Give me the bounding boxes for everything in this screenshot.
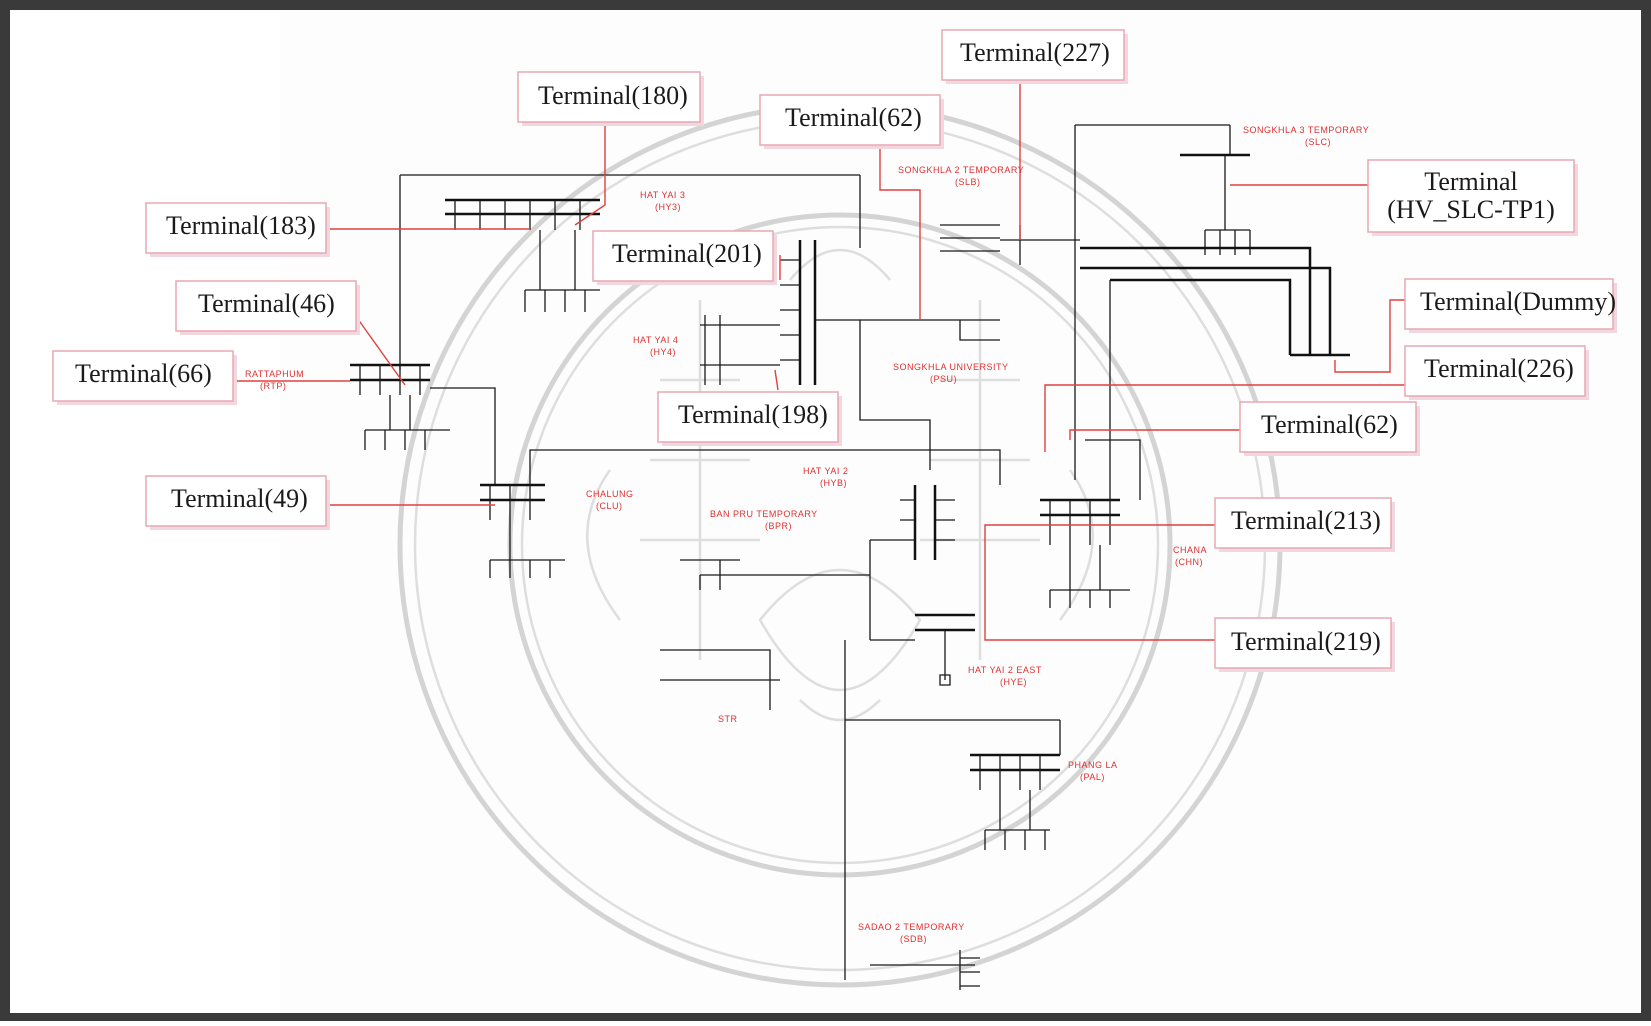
terminal-201-label[interactable]: Terminal(201): [592, 230, 777, 285]
terminal-226-text: Terminal(226): [1424, 354, 1574, 383]
terminal-227-text: Terminal(227): [960, 38, 1110, 67]
substation-songkhla-3: SONGKHLA 3 TEMPORARY: [1243, 125, 1369, 135]
terminal-198-text: Terminal(198): [678, 400, 828, 429]
terminal-dummy-label[interactable]: Terminal(Dummy): [1404, 278, 1617, 333]
substation-songkhla-university-code: (PSU): [930, 374, 957, 384]
terminal-66-text: Terminal(66): [75, 359, 212, 388]
substation-hat-yai-4: HAT YAI 4: [633, 335, 678, 345]
terminal-62-top-text: Terminal(62): [785, 103, 922, 132]
terminal-183-label[interactable]: Terminal(183): [145, 202, 330, 257]
terminal-hv-text-line2: (HV_SLC-TP1): [1387, 195, 1555, 224]
substation-ban-pru: BAN PRU TEMPORARY: [710, 509, 818, 519]
terminal-leader-lines: [235, 82, 1405, 641]
substation-hat-yai-2-east: HAT YAI 2 EAST: [968, 665, 1042, 675]
terminal-46-text: Terminal(46): [198, 289, 335, 318]
substation-str: STR: [718, 714, 738, 724]
substation-sadao-2: SADAO 2 TEMPORARY: [858, 922, 965, 932]
substation-hat-yai-3-code: (HY3): [655, 202, 681, 212]
substation-songkhla-2-code: (SLB): [955, 177, 981, 187]
terminal-62-bottom-label[interactable]: Terminal(62): [1239, 401, 1420, 456]
substation-songkhla-university: SONGKHLA UNIVERSITY: [893, 362, 1009, 372]
substation-chana-code: (CHN): [1175, 557, 1203, 567]
terminal-46-label[interactable]: Terminal(46): [175, 280, 360, 335]
terminal-219-text: Terminal(219): [1231, 627, 1381, 656]
terminal-226-label[interactable]: Terminal(226): [1404, 345, 1589, 400]
substation-ban-pru-code: (BPR): [765, 521, 792, 531]
terminal-198-label[interactable]: Terminal(198): [657, 391, 842, 446]
terminal-hv-text-line1: Terminal: [1424, 167, 1517, 196]
substation-rattaphum-code: (RTP): [260, 381, 286, 391]
terminal-hv-slc-tp1-label[interactable]: Terminal (HV_SLC-TP1): [1367, 159, 1578, 236]
substation-chalung: CHALUNG: [586, 489, 634, 499]
terminal-49-label[interactable]: Terminal(49): [145, 475, 330, 530]
terminal-66-label[interactable]: Terminal(66): [52, 350, 237, 405]
network-wiring: HAT YAI 3 (HY3) SONGKHLA 2 TEMPORARY (SL…: [245, 124, 1369, 990]
terminal-49-text: Terminal(49): [171, 484, 308, 513]
substation-chalung-code: (CLU): [596, 501, 623, 511]
terminal-dummy-text: Terminal(Dummy): [1420, 287, 1616, 316]
substation-hat-yai-3: HAT YAI 3: [640, 190, 685, 200]
substation-phang-la: PHANG LA: [1068, 760, 1118, 770]
terminal-62-top-label[interactable]: Terminal(62): [759, 94, 944, 149]
substation-hat-yai-2: HAT YAI 2: [803, 466, 848, 476]
terminal-201-text: Terminal(201): [612, 239, 762, 268]
terminal-180-label[interactable]: Terminal(180): [517, 71, 704, 126]
substation-hat-yai-4-code: (HY4): [650, 347, 676, 357]
substation-songkhla-3-code: (SLC): [1305, 137, 1331, 147]
terminal-180-text: Terminal(180): [538, 81, 688, 110]
substation-sadao-2-code: (SDB): [900, 934, 927, 944]
substation-phang-la-code: (PAL): [1080, 772, 1105, 782]
terminal-227-label[interactable]: Terminal(227): [941, 29, 1128, 84]
terminal-62-bottom-text: Terminal(62): [1261, 410, 1398, 439]
terminal-183-text: Terminal(183): [166, 211, 316, 240]
terminal-219-label[interactable]: Terminal(219): [1214, 617, 1395, 672]
substation-rattaphum: RATTAPHUM: [245, 369, 304, 379]
substation-hat-yai-2-east-code: (HYE): [1000, 677, 1027, 687]
substation-chana: CHANA: [1173, 545, 1207, 555]
terminal-213-text: Terminal(213): [1231, 506, 1381, 535]
substation-hat-yai-2-code: (HYB): [820, 478, 847, 488]
substation-songkhla-2: SONGKHLA 2 TEMPORARY: [898, 165, 1024, 175]
terminal-213-label[interactable]: Terminal(213): [1214, 497, 1395, 552]
